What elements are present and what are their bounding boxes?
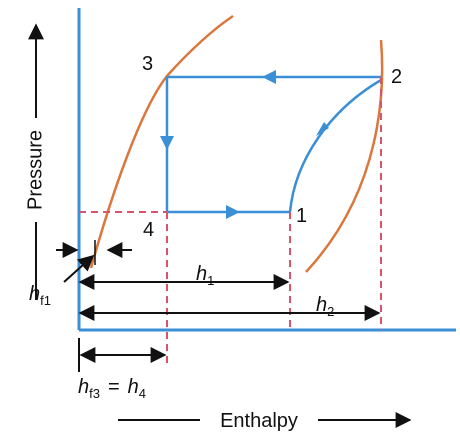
hf3-h4-label: hf3=h4 bbox=[78, 376, 146, 401]
saturated-liquid-curve bbox=[89, 14, 234, 269]
flow-arrow-evaporation bbox=[226, 205, 240, 219]
point-label-3: 3 bbox=[142, 53, 153, 75]
y-axis-label: Pressure bbox=[24, 130, 46, 210]
point-label-4: 4 bbox=[143, 219, 154, 241]
x-axis-label: Enthalpy bbox=[220, 410, 298, 432]
flow-arrow-compression bbox=[316, 122, 329, 136]
hf1-leader bbox=[63, 254, 95, 283]
flow-arrow-condensation bbox=[262, 70, 276, 84]
h1-label: h1 bbox=[196, 263, 214, 288]
point-label-1: 1 bbox=[296, 205, 307, 227]
hf1-label: hf1 bbox=[29, 283, 51, 308]
h2-label: h2 bbox=[316, 294, 334, 319]
flow-arrow-expansion bbox=[160, 136, 174, 150]
compression-curve bbox=[288, 78, 382, 213]
saturated-vapour-curve bbox=[305, 39, 384, 273]
point-label-2: 2 bbox=[391, 66, 402, 88]
